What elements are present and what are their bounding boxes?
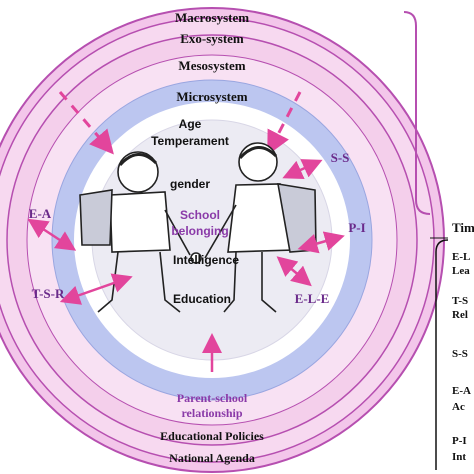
macrosystem-label: Macrosystem bbox=[175, 10, 249, 25]
parent-school-line1: Parent-school bbox=[177, 391, 248, 405]
code-tsr: T-S-R bbox=[32, 286, 65, 301]
school-belonging-line1: School bbox=[180, 208, 220, 222]
code-pi: P-I bbox=[348, 220, 365, 235]
exosystem-label: Exo-system bbox=[180, 31, 244, 46]
temperament-label: Temperament bbox=[151, 134, 229, 148]
legend-ea-code: E-A bbox=[452, 385, 471, 397]
right-brace-top bbox=[403, 11, 431, 215]
arrow-ss bbox=[282, 159, 323, 180]
educational-policies-label: Educational Policies bbox=[160, 429, 264, 443]
children-illustration bbox=[79, 142, 317, 313]
legend-pi-code: P-I bbox=[452, 435, 467, 447]
legend-ele-text: Lea bbox=[452, 265, 470, 277]
microsystem-label: Microsystem bbox=[176, 89, 247, 104]
arrow-pi bbox=[297, 231, 345, 254]
national-agenda-label: National Agenda bbox=[169, 451, 255, 465]
intelligence-label: Intelligence bbox=[173, 253, 239, 267]
code-ele: E-L-E bbox=[295, 291, 330, 306]
timeline-title: Tim bbox=[452, 220, 474, 235]
school-belonging-line2: belonging bbox=[171, 224, 228, 238]
arrow-ea bbox=[27, 218, 77, 251]
code-ss: S-S bbox=[331, 150, 350, 165]
legend-ea-text: Ac bbox=[452, 401, 465, 413]
legend-tsr-text: Rel bbox=[452, 309, 468, 321]
dashed-arrow-left bbox=[58, 91, 114, 155]
legend-pi-text: Int bbox=[452, 451, 466, 463]
age-label: Age bbox=[179, 117, 202, 131]
legend-ele-code: E-L bbox=[452, 251, 470, 263]
code-ea: E-A bbox=[29, 206, 52, 221]
legend-ss-code: S-S bbox=[452, 348, 468, 360]
education-label: Education bbox=[173, 292, 231, 306]
mesosystem-label: Mesosystem bbox=[178, 58, 245, 73]
gender-label: gender bbox=[170, 177, 210, 191]
legend-tsr-code: T-S bbox=[452, 295, 468, 307]
arrow-ele bbox=[276, 256, 312, 287]
parent-school-line2: relationship bbox=[181, 406, 242, 420]
dashed-arrow-right bbox=[267, 91, 302, 156]
arrow-tsr bbox=[59, 273, 133, 305]
right-brace-bottom bbox=[435, 239, 449, 470]
